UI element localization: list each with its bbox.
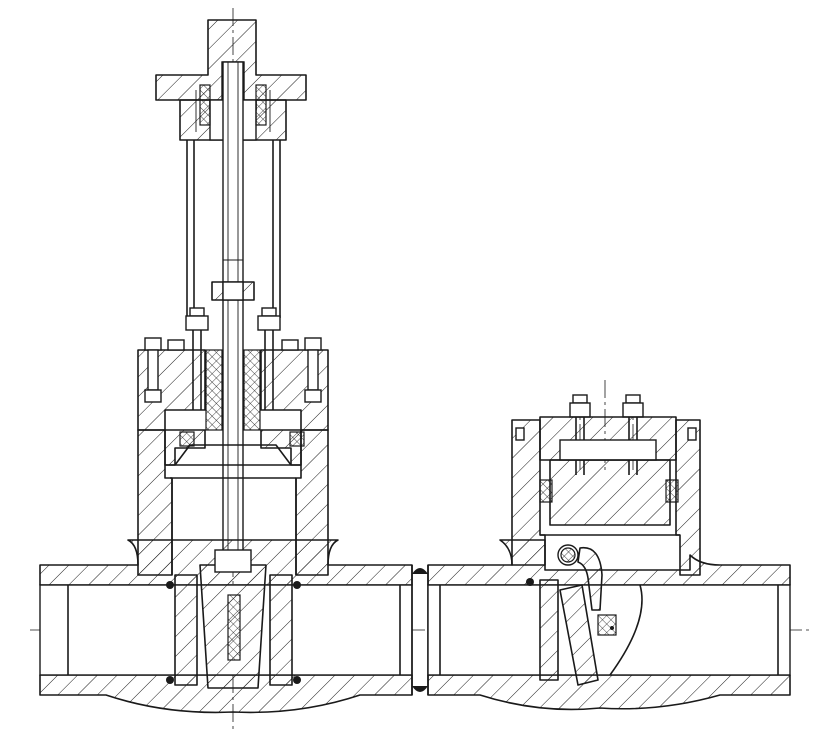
seat-rings [166, 574, 301, 686]
swing-check-valve [427, 394, 791, 711]
check-valve-cover [539, 416, 679, 526]
stem-nut [211, 281, 255, 301]
hinge-pin [557, 544, 579, 566]
gate-wedge [199, 549, 267, 689]
check-valve-seat [526, 578, 559, 681]
bonnet-flange [137, 337, 329, 431]
check-valve-disc [559, 546, 617, 686]
check-valve-body-neck [511, 419, 701, 576]
gate-valve [39, 19, 413, 714]
stem [222, 61, 244, 563]
packing [205, 349, 261, 431]
bonnet [164, 429, 305, 479]
